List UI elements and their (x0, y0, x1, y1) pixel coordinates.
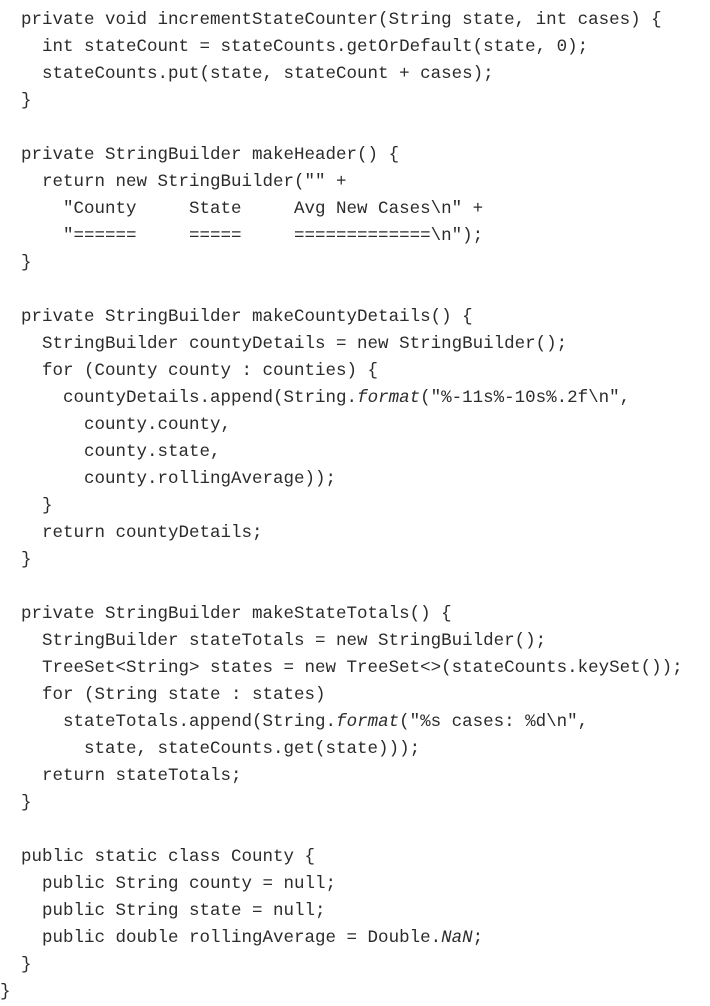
code-line (0, 277, 683, 304)
code-text: private StringBuilder makeHeader() { (0, 145, 400, 165)
code-text: countyDetails.append(String. (0, 388, 358, 408)
code-text: return stateTotals; (0, 766, 242, 786)
code-text: } (0, 955, 32, 975)
code-line: county.state, (0, 439, 683, 466)
code-line: state, stateCounts.get(state))); (0, 736, 683, 763)
code-text: county.state, (0, 442, 221, 462)
code-line: } (0, 952, 683, 979)
code-line: for (County county : counties) { (0, 358, 683, 385)
code-italic-token: format (336, 712, 400, 732)
code-text: ; (472, 928, 484, 948)
code-line: stateCounts.put(state, stateCount + case… (0, 61, 683, 88)
code-text: county.rollingAverage)); (0, 469, 337, 489)
code-text: } (0, 793, 32, 813)
code-text: ("%s cases: %d\n", (399, 712, 589, 732)
code-text: for (County county : counties) { (0, 361, 379, 381)
code-line: int stateCount = stateCounts.getOrDefaul… (0, 34, 683, 61)
code-line: StringBuilder stateTotals = new StringBu… (0, 628, 683, 655)
code-line: return new StringBuilder("" + (0, 169, 683, 196)
code-line: for (String state : states) (0, 682, 683, 709)
code-line: public String county = null; (0, 871, 683, 898)
code-text: ("%-11s%-10s%.2f\n", (420, 388, 631, 408)
code-line: return countyDetails; (0, 520, 683, 547)
code-text: public static class County { (0, 847, 316, 867)
code-line: private void incrementStateCounter(Strin… (0, 7, 683, 34)
code-italic-token: format (357, 388, 421, 408)
code-line: county.rollingAverage)); (0, 466, 683, 493)
code-text: StringBuilder countyDetails = new String… (0, 334, 568, 354)
code-line: } (0, 979, 683, 1006)
code-text: stateCounts.put(state, stateCount + case… (0, 64, 494, 84)
code-text: } (0, 253, 32, 273)
code-line: } (0, 493, 683, 520)
code-line: countyDetails.append(String.format("%-11… (0, 385, 683, 412)
code-text: county.county, (0, 415, 232, 435)
code-line: public static class County { (0, 844, 683, 871)
code-line: stateTotals.append(String.format("%s cas… (0, 709, 683, 736)
code-text: private StringBuilder makeStateTotals() … (0, 604, 452, 624)
code-text: public String state = null; (0, 901, 326, 921)
code-line: return stateTotals; (0, 763, 683, 790)
code-text: } (0, 496, 53, 516)
code-text: int stateCount = stateCounts.getOrDefaul… (0, 37, 589, 57)
code-line: } (0, 88, 683, 115)
code-text: StringBuilder stateTotals = new StringBu… (0, 631, 547, 651)
code-text: } (0, 91, 32, 111)
code-line: private StringBuilder makeStateTotals() … (0, 601, 683, 628)
code-line: public double rollingAverage = Double.Na… (0, 925, 683, 952)
code-text: state, stateCounts.get(state))); (0, 739, 421, 759)
code-text: for (String state : states) (0, 685, 326, 705)
code-text: return countyDetails; (0, 523, 263, 543)
code-text: private StringBuilder makeCountyDetails(… (0, 307, 473, 327)
code-line: private StringBuilder makeCountyDetails(… (0, 304, 683, 331)
code-line (0, 817, 683, 844)
code-text: "County State Avg New Cases\n" + (0, 199, 484, 219)
code-text: } (0, 982, 11, 1002)
code-text: stateTotals.append(String. (0, 712, 337, 732)
code-line: "County State Avg New Cases\n" + (0, 196, 683, 223)
code-text: TreeSet<String> states = new TreeSet<>(s… (0, 658, 683, 678)
code-text: "====== ===== =============\n"); (0, 226, 484, 246)
code-italic-token: NaN (441, 928, 473, 948)
code-line (0, 574, 683, 601)
code-text: private void incrementStateCounter(Strin… (0, 10, 662, 30)
code-text: return new StringBuilder("" + (0, 172, 347, 192)
code-line: } (0, 790, 683, 817)
code-line: public String state = null; (0, 898, 683, 925)
code-line: private StringBuilder makeHeader() { (0, 142, 683, 169)
code-text: public double rollingAverage = Double. (0, 928, 442, 948)
code-line: } (0, 547, 683, 574)
code-line: TreeSet<String> states = new TreeSet<>(s… (0, 655, 683, 682)
code-listing: private void incrementStateCounter(Strin… (0, 7, 683, 1006)
code-line: } (0, 250, 683, 277)
code-line: "====== ===== =============\n"); (0, 223, 683, 250)
code-text: } (0, 550, 32, 570)
code-text: public String county = null; (0, 874, 337, 894)
code-line: StringBuilder countyDetails = new String… (0, 331, 683, 358)
code-line: county.county, (0, 412, 683, 439)
code-line (0, 115, 683, 142)
